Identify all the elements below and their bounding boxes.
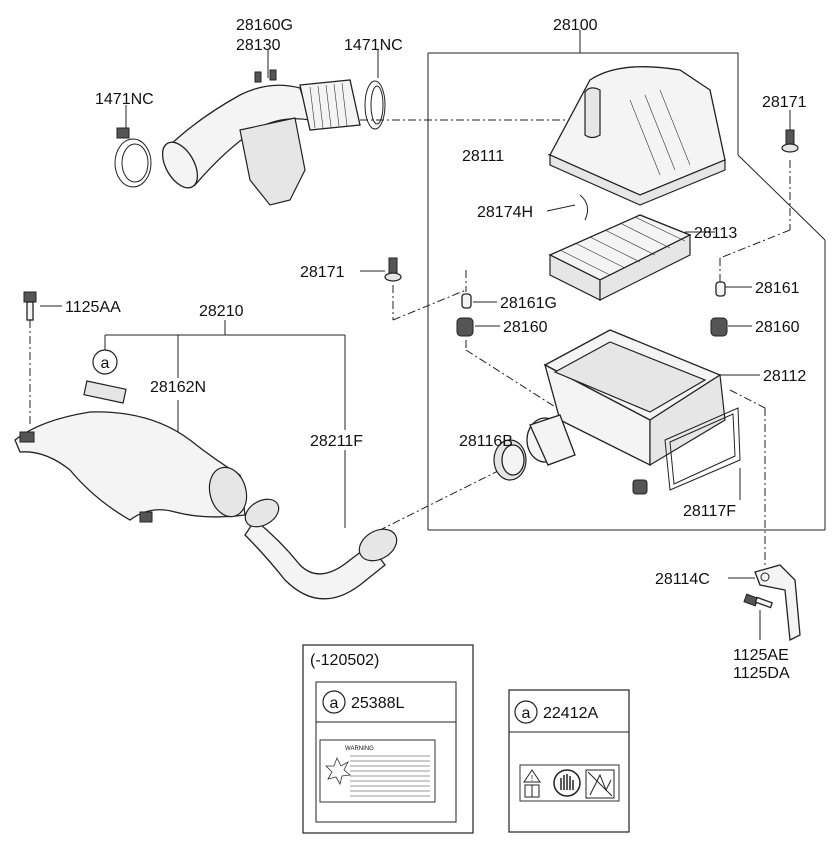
label-box-25388l: (-120502) a 25388L WARNING [302,644,474,834]
bolt-28171-right [781,129,799,153]
grommet-28161g [461,293,472,309]
manual-book-icon [524,784,540,798]
label-28161: 28161 [755,280,800,297]
label-28116b: 28116B [459,433,513,450]
air-cleaner-body-28112 [526,329,726,495]
label-28162n: 28162N [150,379,206,396]
label-box-2-part: 22412A [543,705,598,722]
insulator-28160-right [710,317,728,337]
label-28160-left: 28160 [503,319,548,336]
label-box-1-part: 25388L [351,695,404,712]
label-1471nc-top: 1471NC [344,37,403,54]
label-28210: 28210 [199,303,244,320]
label-28171-right: 28171 [762,94,807,111]
clamp-1471nc-left [114,127,152,188]
label-28111: 28111 [462,148,504,165]
label-28114c: 28114C [655,571,710,588]
label-box-1-range: (-120502) [310,652,379,669]
air-guide-28210 [14,380,248,523]
grommet-28161 [715,281,726,297]
clip-28174h [579,194,589,221]
label-28160-right: 28160 [755,319,800,336]
clamp-1471nc-top [364,80,386,130]
label-1125aa: 1125AA [65,299,121,316]
insulator-28160-left [456,317,474,337]
intake-duct-28130 [161,69,361,206]
bolt-28171-left [384,257,402,282]
filter-element-28113 [548,214,692,301]
label-28113: 28113 [694,225,737,242]
label-28160g: 28160G [236,17,293,34]
label-28117f: 28117F [683,503,736,520]
label-28174h: 28174H [477,204,533,221]
label-1125da: 1125DA [733,665,790,682]
label-28211f: 28211F [310,433,363,450]
bracket-28114c [754,564,801,642]
label-1125ae: 1125AE [733,647,789,664]
label-28112: 28112 [763,368,806,385]
seal-28117f [664,407,741,491]
hose-28211f [244,498,398,600]
label-28171-left: 28171 [300,264,345,281]
warning-burst-icon [325,757,351,786]
ring-28116b [493,439,527,481]
label-box-2-letter: a [522,705,531,722]
bolt-1125ae [743,593,774,609]
warning-triangle-icon: ! [523,769,541,783]
label-28100: 28100 [553,17,598,34]
bolt-1125aa [23,291,37,321]
hot-surface-icon [585,769,615,799]
warning-text: WARNING [345,746,374,752]
label-28130: 28130 [236,37,281,54]
warning-fine-print-icon [350,755,430,797]
label-1471nc-left: 1471NC [95,91,154,108]
label-box-22412a: a 22412A ! [508,689,630,833]
label-box-1-letter: a [330,695,339,712]
alignment-lines [29,119,791,565]
callout-a-letter: a [101,355,110,372]
no-hand-icon [553,769,581,797]
air-cleaner-cover-28111 [549,66,726,206]
part-labels: 28160G 28130 1471NC 1471NC 28100 28171 2… [65,17,807,682]
svg-text:!: ! [531,774,533,783]
label-28161g: 28161G [500,295,557,312]
callout-a: a [92,349,118,375]
